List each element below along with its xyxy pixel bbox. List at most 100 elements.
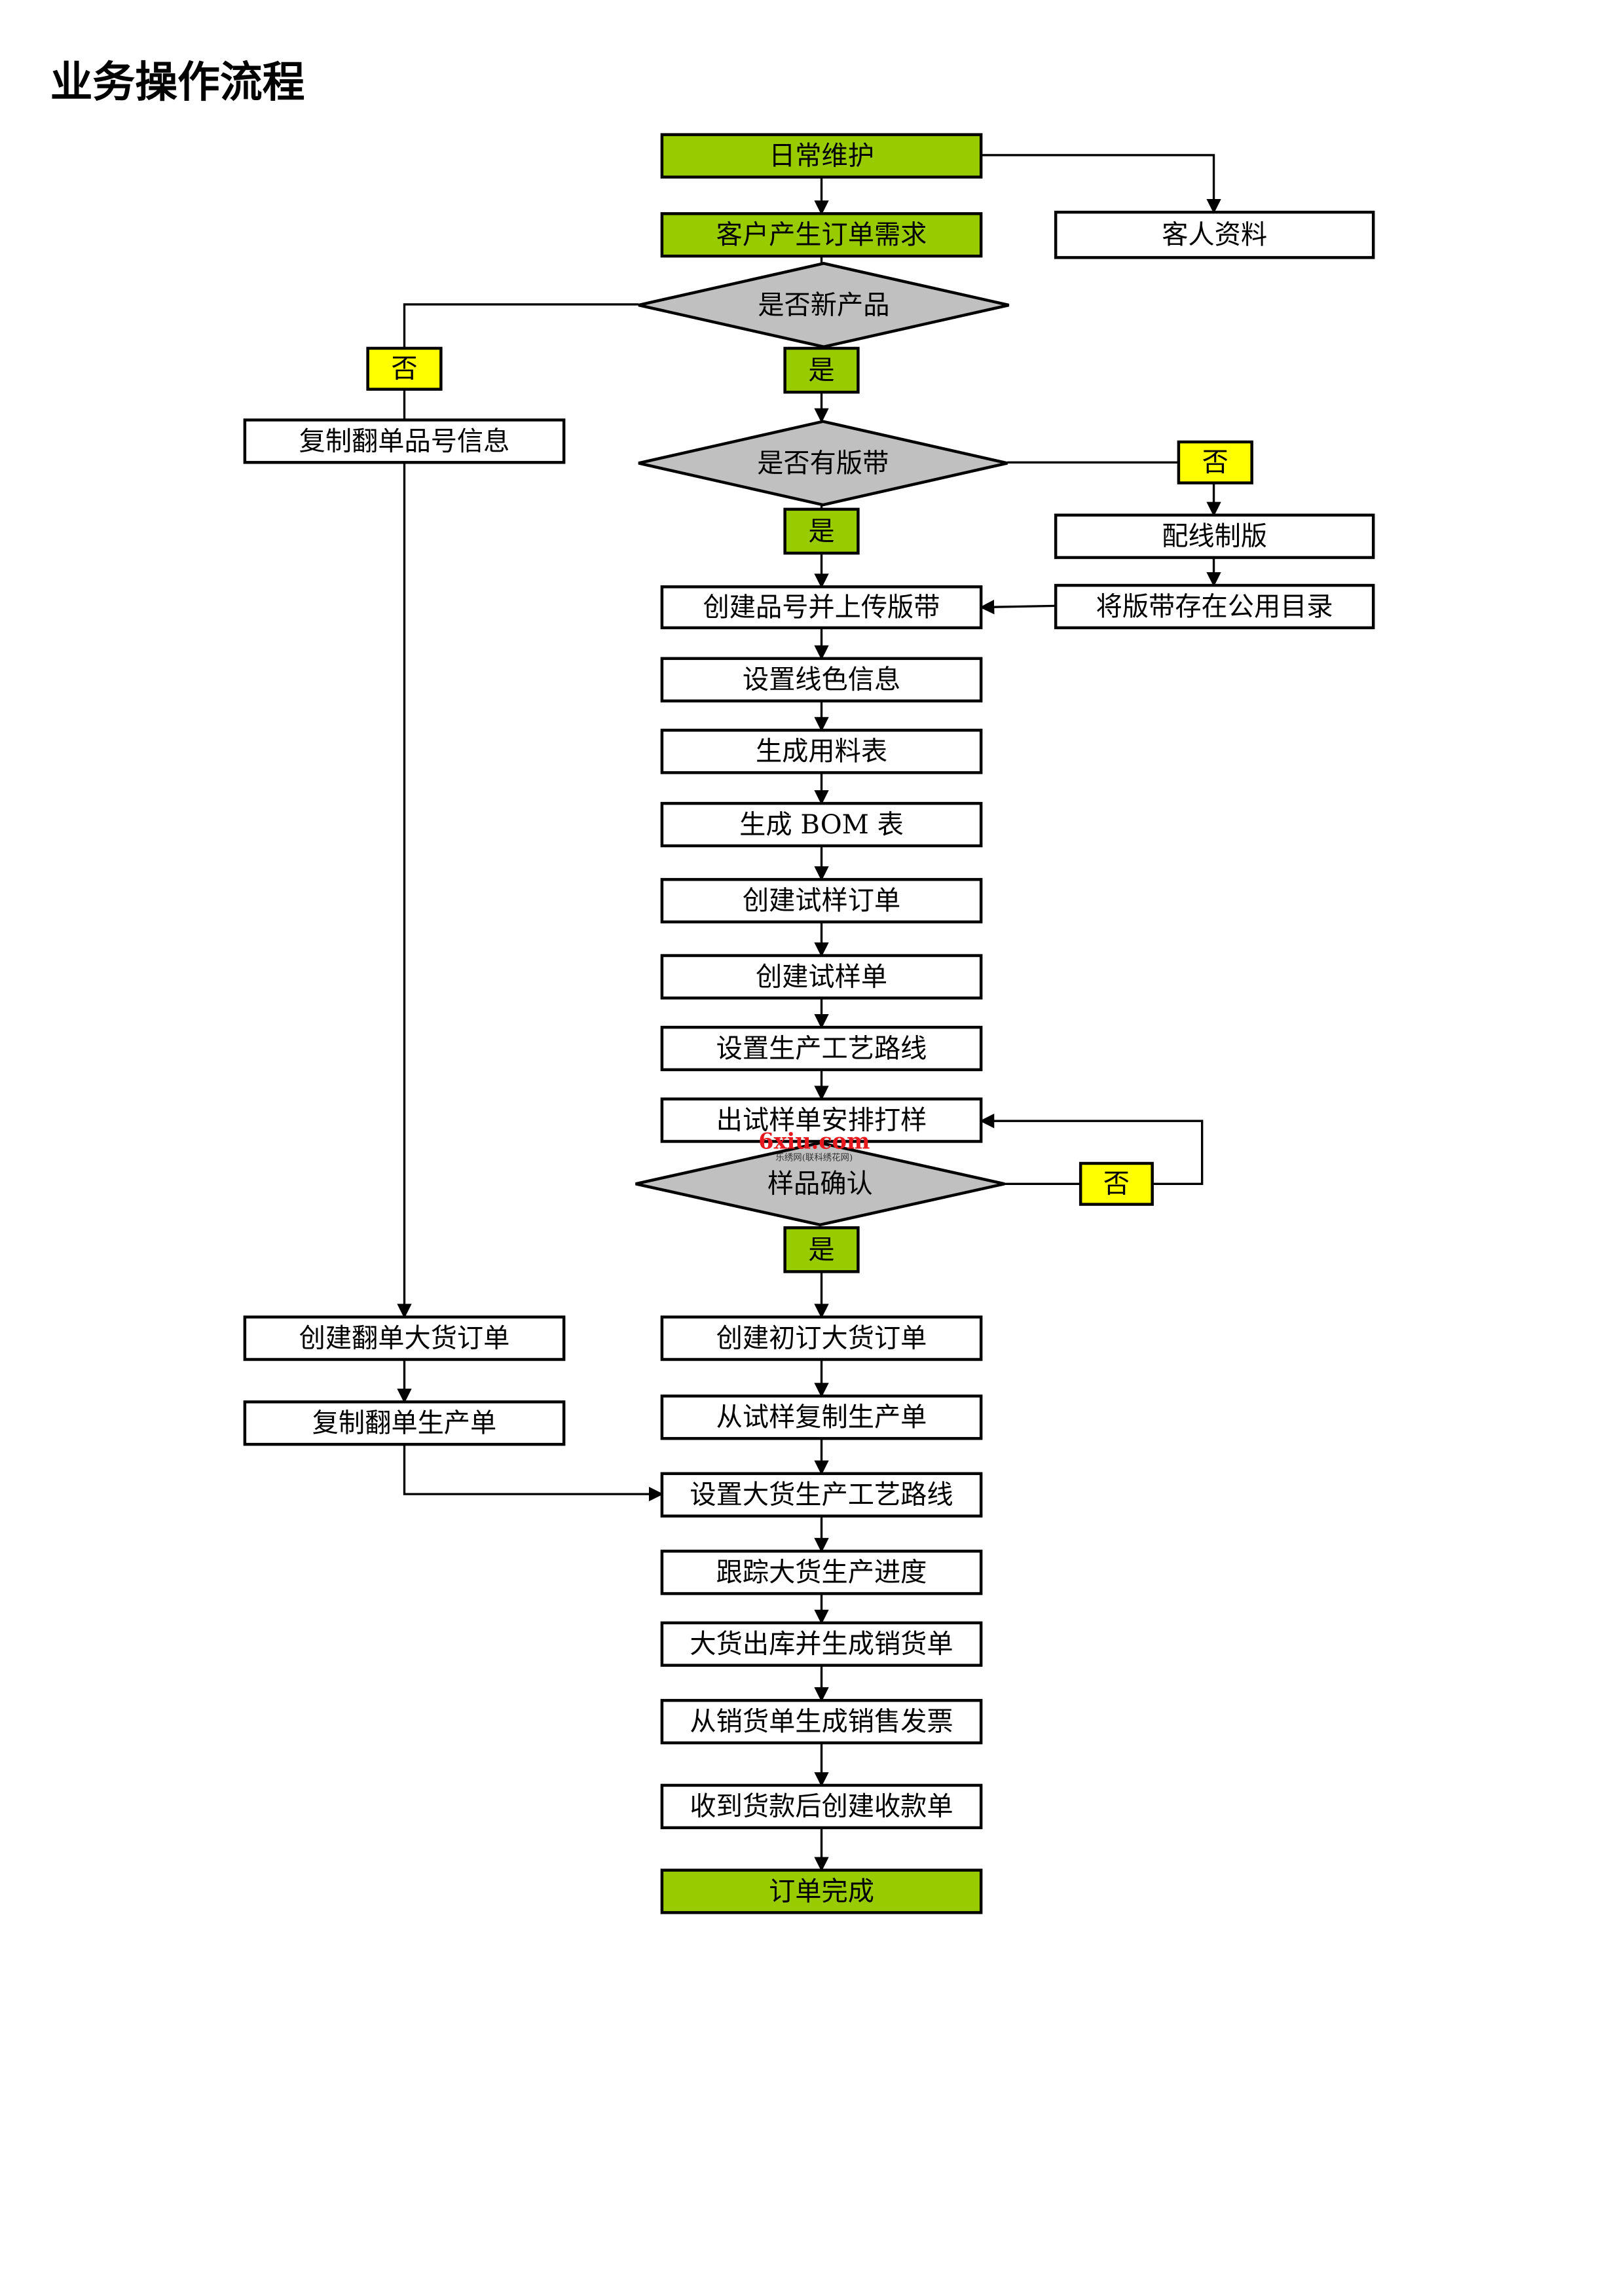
step-create-repeat-bulk-order: 创建翻单大货订单 xyxy=(243,1315,566,1361)
step-label: 从销货单生成销售发票 xyxy=(690,1707,953,1737)
step-label: 收到货款后创建收款单 xyxy=(690,1792,953,1822)
step-new-yes: 是 xyxy=(783,346,860,394)
step-sales-invoice: 从销货单生成销售发票 xyxy=(660,1699,983,1745)
step-label: 生成用料表 xyxy=(756,737,887,767)
step-label: 从试样复制生产单 xyxy=(716,1402,927,1432)
step-daily-maintenance: 日常维护 xyxy=(660,133,983,179)
decision-is-new-product: 是否新产品 xyxy=(638,262,1010,349)
step-box xyxy=(1054,583,1375,630)
step-box xyxy=(660,954,983,1000)
arrow-connector xyxy=(979,1113,1204,1185)
step-box xyxy=(660,1699,983,1745)
step-label: 是 xyxy=(808,355,834,386)
step-label: 客户产生订单需求 xyxy=(716,220,927,250)
step-box xyxy=(660,657,983,702)
step-label: 大货出库并生成销货单 xyxy=(690,1630,953,1660)
step-box xyxy=(660,1315,983,1361)
step-label: 复制翻单品号信息 xyxy=(299,426,510,456)
step-label: 出试样单安排打样 xyxy=(716,1105,927,1135)
step-label: 将版带存在公用目录 xyxy=(1096,592,1333,622)
step-label: 创建试样单 xyxy=(756,962,887,992)
step-box xyxy=(783,507,860,555)
step-box xyxy=(660,1550,983,1595)
step-label: 创建试样订单 xyxy=(743,886,900,916)
decision-diamond xyxy=(635,1141,1005,1227)
arrow-connector xyxy=(403,1444,664,1502)
step-create-item-upload-tape: 创建品号并上传版带 xyxy=(660,585,983,630)
watermark-logo: 6xiu.com xyxy=(758,1129,870,1154)
step-label: 设置生产工艺路线 xyxy=(716,1034,927,1064)
step-label: 创建初订大货订单 xyxy=(716,1323,927,1353)
step-receipt: 收到货款后创建收款单 xyxy=(660,1783,983,1829)
step-box xyxy=(783,1226,860,1273)
step-label: 是否新产品 xyxy=(758,290,889,320)
step-label: 跟踪大货生产进度 xyxy=(716,1558,927,1588)
step-create-sample-order: 创建试样订单 xyxy=(660,878,983,924)
step-box xyxy=(660,1868,983,1914)
step-order-complete: 订单完成 xyxy=(660,1868,983,1914)
step-box xyxy=(660,1783,983,1829)
page-title: 业务操作流程 xyxy=(50,58,305,107)
step-label: 客人资料 xyxy=(1162,220,1267,250)
step-label: 生成 BOM 表 xyxy=(739,810,904,840)
step-label: 否 xyxy=(1202,448,1228,478)
step-issue-sample-sheet: 出试样单安排打样 xyxy=(660,1097,983,1143)
step-box xyxy=(660,133,983,179)
arrow-connector xyxy=(981,154,1221,214)
step-gen-bom: 生成 BOM 表 xyxy=(660,801,983,848)
step-confirm-yes: 是 xyxy=(783,1226,860,1273)
step-box xyxy=(243,418,566,464)
step-box xyxy=(660,801,983,848)
step-label: 是否有版带 xyxy=(757,448,889,479)
step-copy-repeat-production: 复制翻单生产单 xyxy=(243,1400,566,1446)
step-box xyxy=(660,1025,983,1072)
step-label: 否 xyxy=(1103,1169,1130,1199)
step-box xyxy=(660,1097,983,1143)
step-customer-order-demand: 客户产生订单需求 xyxy=(660,212,983,258)
step-label: 创建品号并上传版带 xyxy=(703,592,940,623)
watermark-caption: 乐绣网(联科绣花网) xyxy=(775,1152,853,1163)
step-set-production-route: 设置生产工艺路线 xyxy=(660,1025,983,1072)
step-box xyxy=(366,346,443,391)
step-label: 复制翻单生产单 xyxy=(312,1408,497,1438)
step-label: 是 xyxy=(808,517,834,547)
step-copy-repeat-item-info: 复制翻单品号信息 xyxy=(243,418,566,464)
step-label: 否 xyxy=(391,354,417,384)
step-tape-yes: 是 xyxy=(783,507,860,555)
step-confirm-no: 否 xyxy=(1079,1161,1154,1206)
step-label: 创建翻单大货订单 xyxy=(299,1323,510,1353)
step-track-bulk-progress: 跟踪大货生产进度 xyxy=(660,1550,983,1595)
step-box xyxy=(660,585,983,630)
step-create-sample-sheet: 创建试样单 xyxy=(660,954,983,1000)
connectors xyxy=(397,154,1221,1872)
step-box xyxy=(1079,1161,1154,1206)
step-box xyxy=(660,878,983,924)
decision-diamond xyxy=(638,420,1008,507)
step-set-bulk-route: 设置大货生产工艺路线 xyxy=(660,1472,983,1518)
watermark: 6xiu.com 乐绣网(联科绣花网) xyxy=(758,1129,870,1163)
step-box xyxy=(243,1315,566,1361)
decision-sample-confirm: 样品确认 xyxy=(635,1141,1005,1227)
step-copy-production-from-sample: 从试样复制生产单 xyxy=(660,1394,983,1440)
step-box xyxy=(783,346,860,394)
step-box xyxy=(660,212,983,258)
step-box xyxy=(660,1621,983,1667)
decision-diamond xyxy=(638,262,1010,349)
nodes: 日常维护客户产生订单需求客人资料是否新产品否是复制翻单品号信息是否有版带否是配线… xyxy=(243,133,1375,1914)
step-label: 设置大货生产工艺路线 xyxy=(690,1480,953,1510)
step-thread-plate-making: 配线制版 xyxy=(1054,513,1375,559)
step-label: 配线制版 xyxy=(1162,522,1267,552)
step-label: 是 xyxy=(808,1235,834,1265)
step-box xyxy=(660,1394,983,1440)
step-label: 样品确认 xyxy=(767,1169,873,1199)
line-connector xyxy=(403,303,639,348)
step-tape-no: 否 xyxy=(1177,440,1253,484)
step-label: 设置线色信息 xyxy=(743,665,900,695)
arrow-connector xyxy=(979,600,1056,615)
step-box xyxy=(1054,210,1375,259)
step-set-thread-color: 设置线色信息 xyxy=(660,657,983,702)
step-create-initial-bulk-order: 创建初订大货订单 xyxy=(660,1315,983,1361)
decision-has-pattern-tape: 是否有版带 xyxy=(638,420,1008,507)
step-gen-material-list: 生成用料表 xyxy=(660,729,983,774)
